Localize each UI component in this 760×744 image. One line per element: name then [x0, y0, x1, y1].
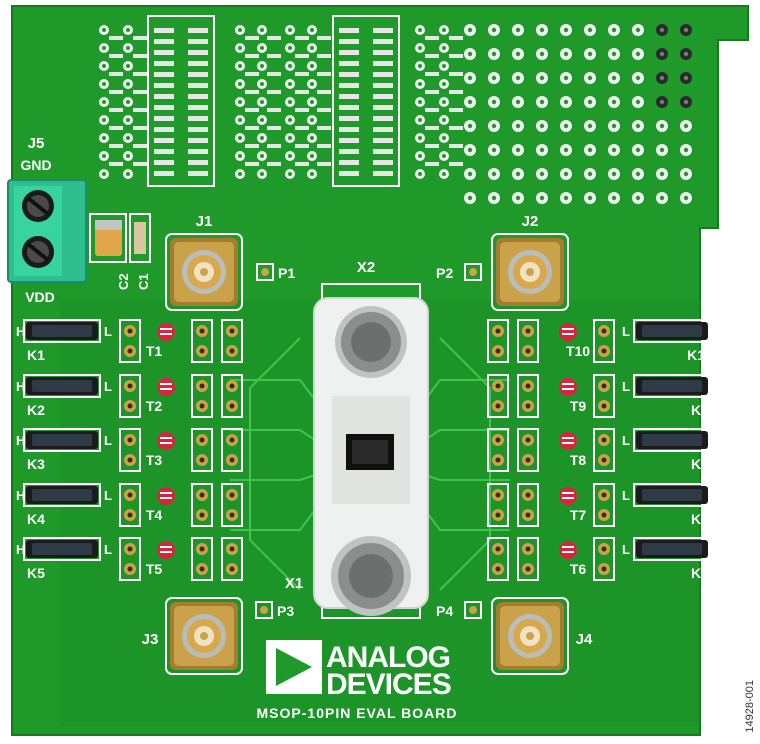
jumper-l-label: L — [622, 488, 630, 503]
pad-p3 — [255, 601, 273, 619]
jumper-ref-label: K10 — [687, 347, 713, 363]
pad-p2 — [464, 263, 482, 281]
testpoint-label: T8 — [570, 452, 587, 468]
jumper-ref-label: K8 — [691, 456, 709, 472]
sma-connector-j1 — [165, 233, 243, 311]
j3-label: J3 — [142, 631, 159, 648]
vdd-label: VDD — [25, 289, 55, 305]
jumper-ref-label: K2 — [27, 402, 45, 418]
j2-label: J2 — [522, 213, 539, 230]
proto-hole-grid — [464, 24, 692, 204]
jumper-ref-label: K6 — [691, 565, 709, 581]
jumper-h-label: H — [16, 379, 25, 394]
jumper-ref-label: K3 — [27, 456, 45, 472]
gnd-label: GND — [20, 157, 51, 173]
jumper-row-k6: T6 L H K6 — [487, 537, 723, 581]
figure-id: 14928-001 — [744, 680, 756, 733]
jumper-h-label: H — [714, 488, 723, 503]
capacitor-c1 — [129, 213, 151, 263]
jumper-ref-label: K9 — [691, 402, 709, 418]
testpoint-label: T4 — [146, 507, 163, 523]
jumper-row-k8: T8 L H K8 — [487, 428, 723, 472]
p1-label: P1 — [278, 265, 295, 281]
jumper-row-k1: H L K1 T1 — [16, 319, 243, 363]
jumper-h-label: H — [714, 379, 723, 394]
testpoint-label: T7 — [570, 507, 587, 523]
jumper-h-label: H — [16, 488, 25, 503]
sma-connector-j4 — [491, 597, 569, 675]
jumper-l-label: L — [622, 542, 630, 557]
jumper-row-k3: H L K3 T3 — [16, 428, 243, 472]
jumper-l-label: L — [104, 488, 112, 503]
x1-label: X1 — [285, 575, 303, 592]
jumper-row-k4: H L K4 T4 — [16, 483, 243, 527]
jumper-h-label: H — [16, 542, 25, 557]
jumper-l-label: L — [104, 542, 112, 557]
testpoint-label: T2 — [146, 398, 163, 414]
testpoint-label: T5 — [146, 561, 163, 577]
jumper-h-label: H — [714, 324, 723, 339]
jumper-l-label: L — [104, 379, 112, 394]
c1-label: C1 — [136, 273, 151, 290]
jumper-l-label: L — [104, 433, 112, 448]
pad-p1 — [256, 263, 274, 281]
jumper-ref-label: K5 — [27, 565, 45, 581]
jumper-row-k9: T9 L H K9 — [487, 374, 723, 418]
p3-label: P3 — [277, 603, 294, 619]
logo-line1: ANALOG — [326, 641, 450, 674]
logo-line2: DEVICES — [326, 668, 451, 701]
p4-label: P4 — [436, 603, 453, 619]
proto-footprint-left — [147, 15, 215, 187]
jumper-l-label: L — [622, 379, 630, 394]
sma-connector-j3 — [165, 597, 243, 675]
jumper-ref-label: K4 — [27, 511, 45, 527]
board-title: MSOP-10PIN EVAL BOARD — [257, 705, 458, 721]
jumper-ref-label: K7 — [691, 511, 709, 527]
j5-label: J5 — [28, 135, 45, 152]
jumper-h-label: H — [16, 433, 25, 448]
jumper-h-label: H — [714, 542, 723, 557]
jumper-h-label: H — [714, 433, 723, 448]
testpoint-label: T1 — [146, 343, 163, 359]
jumper-h-label: H — [16, 324, 25, 339]
test-socket — [313, 283, 429, 619]
sma-connector-j2 — [491, 233, 569, 311]
jumper-l-label: L — [622, 433, 630, 448]
j1-label: J1 — [196, 213, 213, 230]
analog-devices-logo — [266, 640, 322, 694]
x2-label: X2 — [357, 259, 375, 276]
pad-p4 — [464, 601, 482, 619]
testpoint-label: T10 — [566, 343, 590, 359]
screw-terminal-j5 — [7, 179, 87, 283]
testpoint-label: T9 — [570, 398, 587, 414]
testpoint-label: T6 — [570, 561, 587, 577]
testpoint-label: T3 — [146, 452, 163, 468]
jumper-l-label: L — [104, 324, 112, 339]
jumper-l-label: L — [622, 324, 630, 339]
jumper-row-k7: T7 L H K7 — [487, 483, 723, 527]
jumper-row-k5: H L K5 T5 — [16, 537, 243, 581]
proto-footprint-right — [332, 15, 400, 187]
through-hole-grid — [99, 25, 463, 179]
p2-label: P2 — [436, 265, 453, 281]
jumper-row-k2: H L K2 T2 — [16, 374, 243, 418]
jumper-ref-label: K1 — [27, 347, 45, 363]
j4-label: J4 — [576, 631, 593, 648]
c2-label: C2 — [116, 273, 131, 290]
capacitor-c2 — [89, 213, 127, 263]
